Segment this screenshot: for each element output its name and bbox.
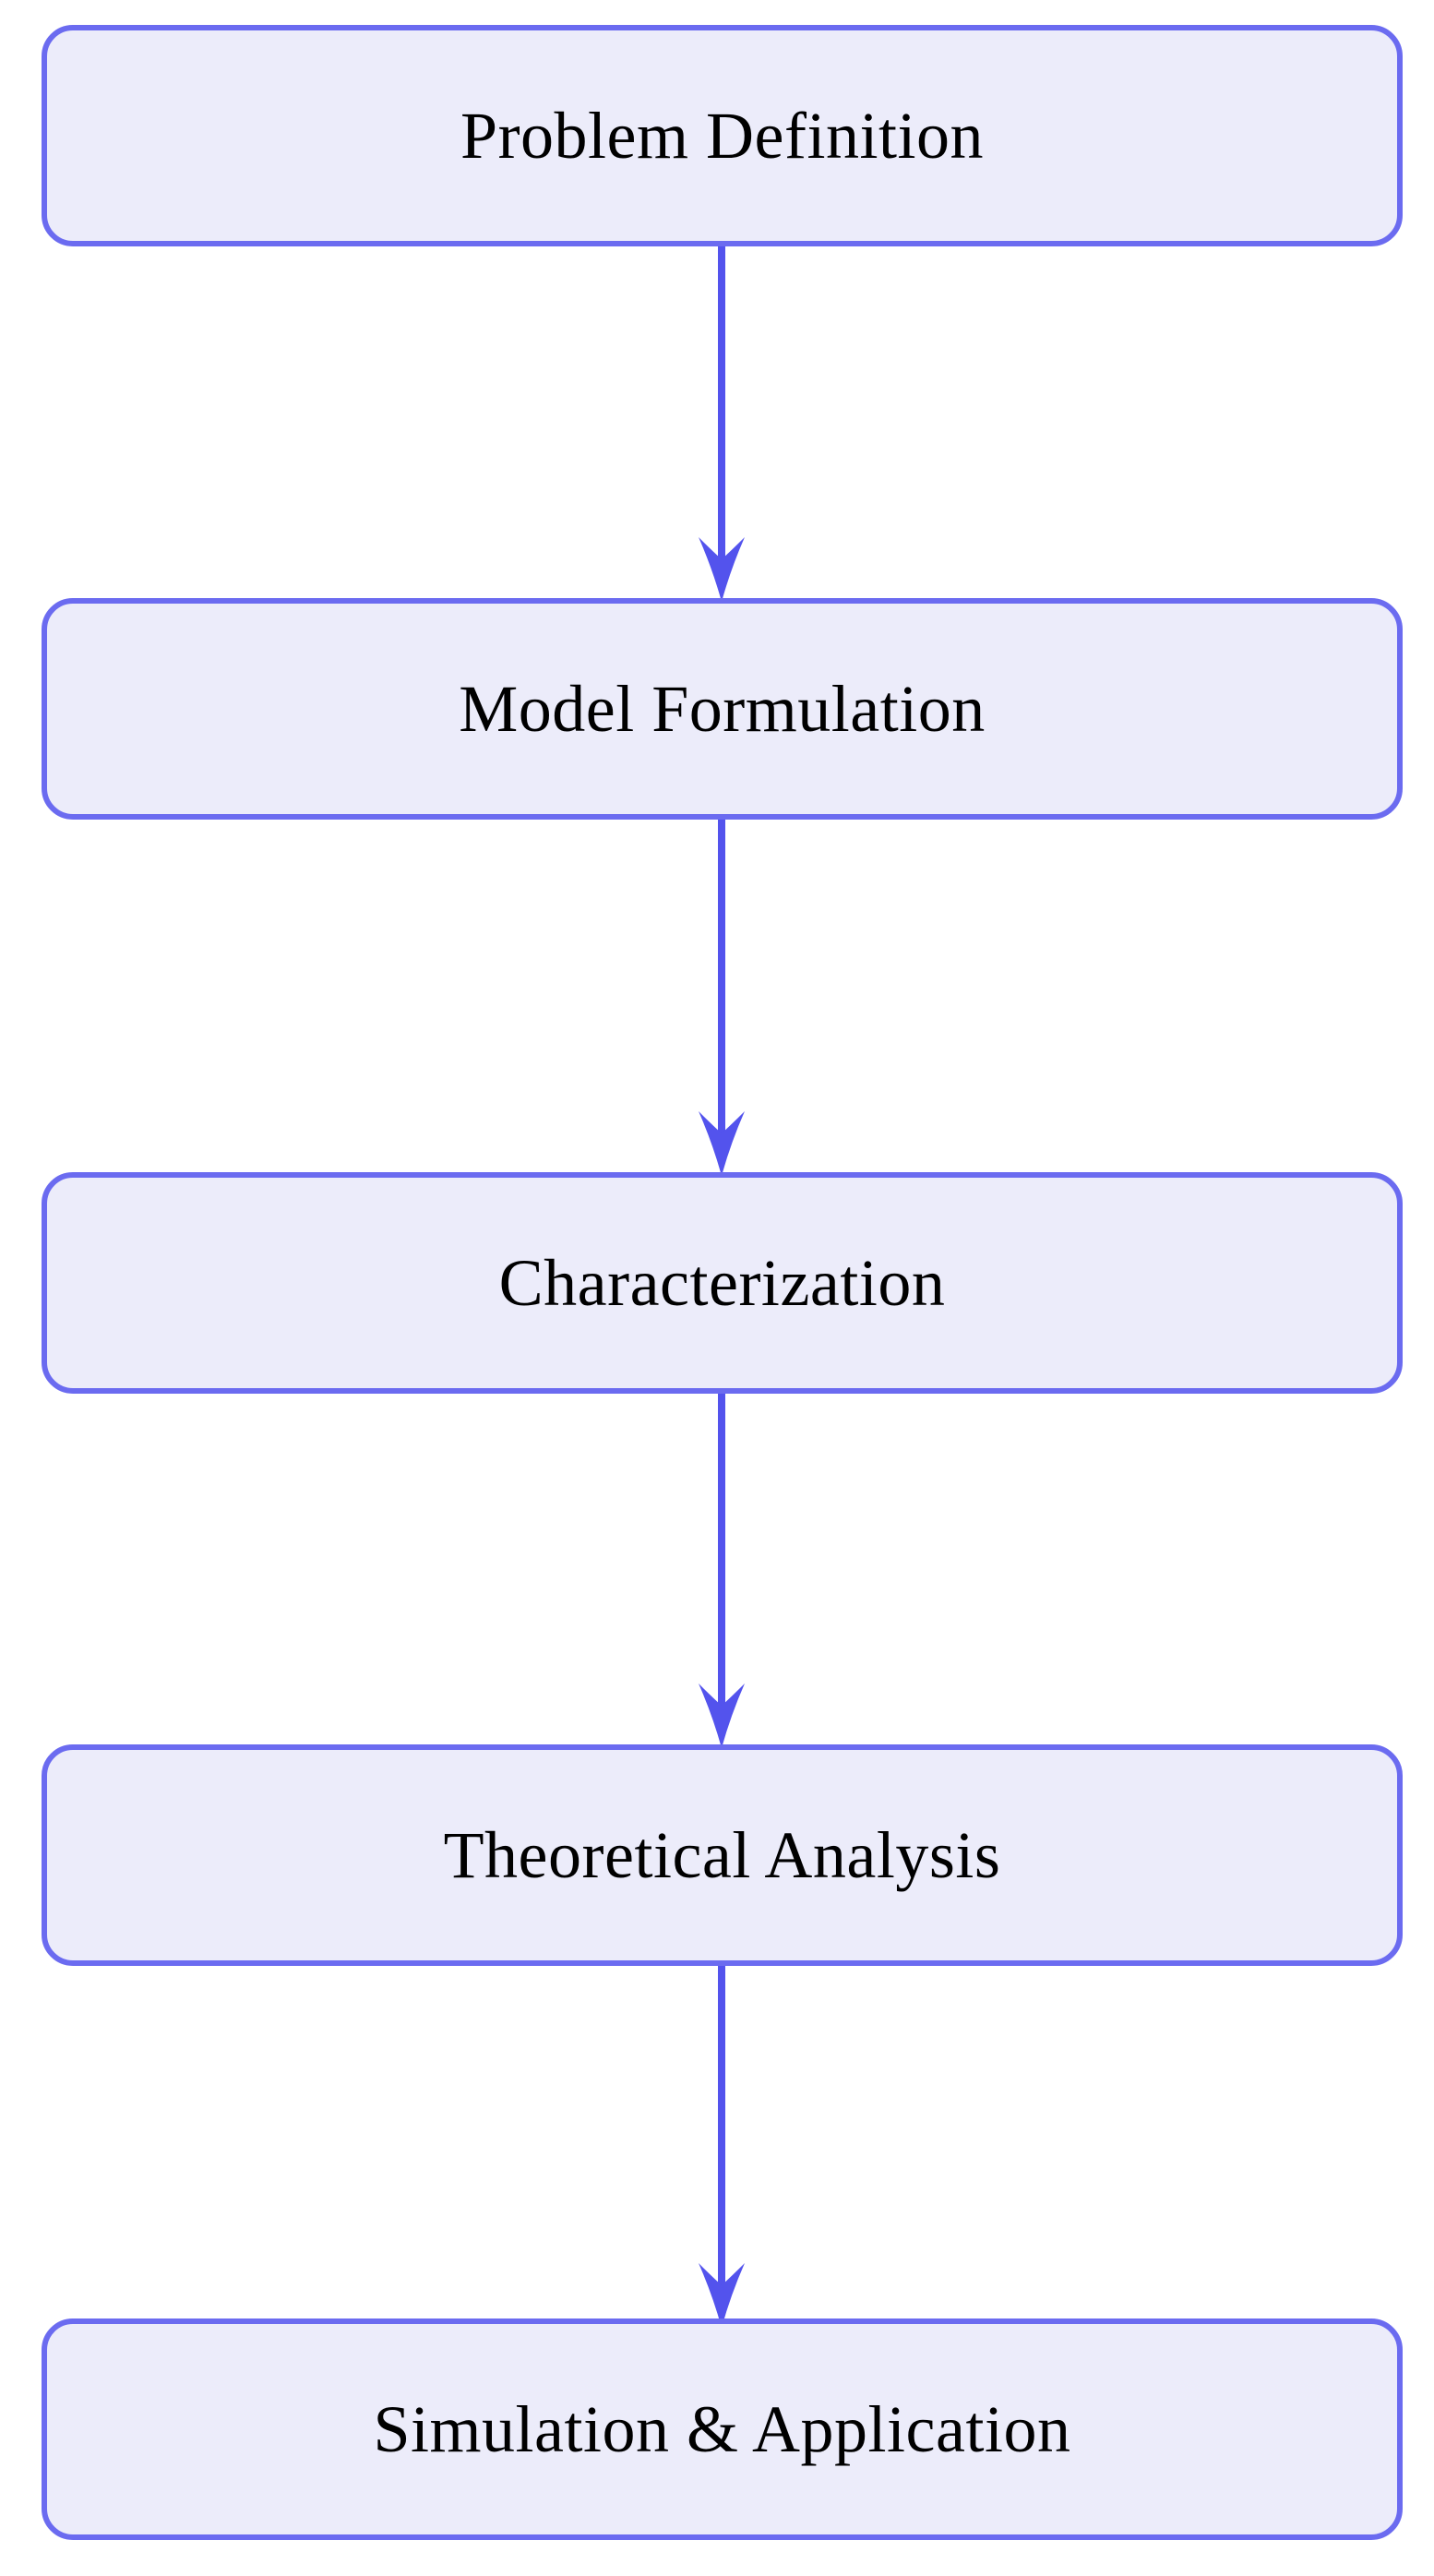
arrow-1 [699,246,745,602]
arrowhead-down-icon [699,537,745,602]
flow-node-characterization: Characterization [42,1172,1403,1394]
flow-node-problem-definition: Problem Definition [42,25,1403,246]
flow-node-model-formulation: Model Formulation [42,598,1403,820]
arrow-3 [699,1394,745,1748]
node-label: Characterization [498,1245,946,1320]
flow-node-theoretical-analysis: Theoretical Analysis [42,1744,1403,1966]
node-label: Simulation & Application [373,2391,1071,2466]
node-label: Theoretical Analysis [443,1817,1001,1892]
arrowhead-down-icon [699,1111,745,1176]
arrow-4 [699,1966,745,2328]
flow-node-simulation-application: Simulation & Application [42,2318,1403,2540]
node-label: Model Formulation [459,671,986,746]
arrowhead-down-icon [699,1683,745,1748]
arrowhead-down-icon [699,2263,745,2328]
node-label: Problem Definition [460,98,984,173]
arrow-2 [699,820,745,1176]
